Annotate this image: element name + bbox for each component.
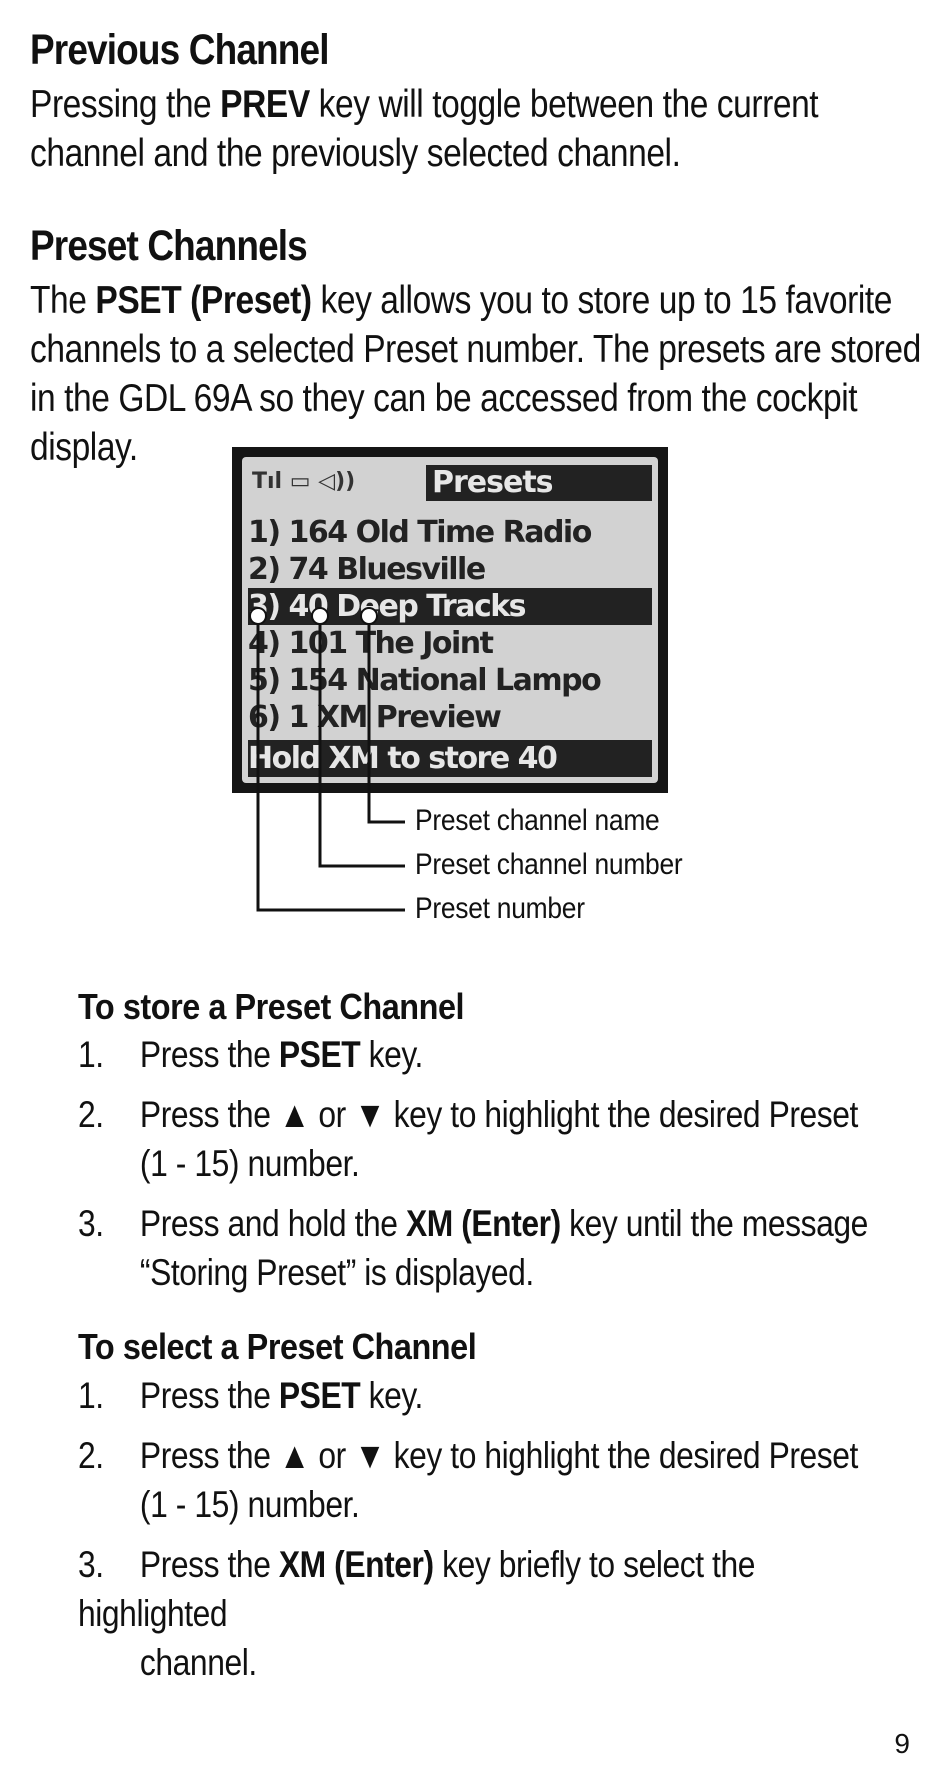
callout-preset-channel-name: Preset channel name — [415, 804, 660, 837]
callout-preset-channel-number: Preset channel number — [415, 848, 683, 881]
select-step-1: 1.Press the PSET key. — [78, 1375, 423, 1416]
lcd-display: Tıl ▭ ◁)) Presets 1) 164 Old Time Radio … — [242, 457, 658, 783]
subsection-title-store: To store a Preset Channel — [78, 986, 465, 1027]
page-number: 9 — [894, 1728, 910, 1759]
lcd-row-4: 4) 101 The Joint — [248, 626, 494, 661]
section-title-preset-channels: Preset Channels — [30, 222, 308, 270]
store-step-2: 2.Press the ▲ or ▼ key to highlight the … — [78, 1094, 858, 1184]
prev-key-label: PREV — [220, 83, 310, 126]
section-title-previous-channel: Previous Channel — [30, 26, 329, 74]
lcd-row-5: 5) 154 National Lampo — [248, 663, 602, 698]
store-step-1: 1.Press the PSET key. — [78, 1034, 423, 1075]
store-step-3: 3.Press and hold the XM (Enter) key unti… — [78, 1203, 868, 1293]
section-body-preset-channels: The PSET (Preset) key allows you to stor… — [30, 279, 921, 469]
lcd-status-message: Hold XM to store 40 — [248, 740, 652, 777]
pset-key-label: PSET (Preset) — [95, 279, 312, 322]
lcd-title: Presets — [426, 465, 652, 501]
lcd-row-3-highlighted: 3) 40 Deep Tracks — [248, 588, 652, 625]
subsection-title-select: To select a Preset Channel — [78, 1326, 477, 1367]
lcd-row-2: 2) 74 Bluesville — [248, 552, 486, 587]
presets-lcd-screen: Tıl ▭ ◁)) Presets 1) 164 Old Time Radio … — [232, 447, 668, 793]
select-step-2: 2.Press the ▲ or ▼ key to highlight the … — [78, 1435, 858, 1525]
select-step-3: 3.Press the XM (Enter) key briefly to se… — [78, 1544, 755, 1683]
lcd-row-6: 6) 1 XM Preview — [248, 700, 502, 735]
section-body-previous-channel: Pressing the PREV key will toggle betwee… — [30, 83, 819, 175]
lcd-row-1: 1) 164 Old Time Radio — [248, 515, 592, 550]
signal-battery-volume-icons: Tıl ▭ ◁)) — [252, 469, 356, 494]
callout-preset-number: Preset number — [415, 892, 585, 925]
